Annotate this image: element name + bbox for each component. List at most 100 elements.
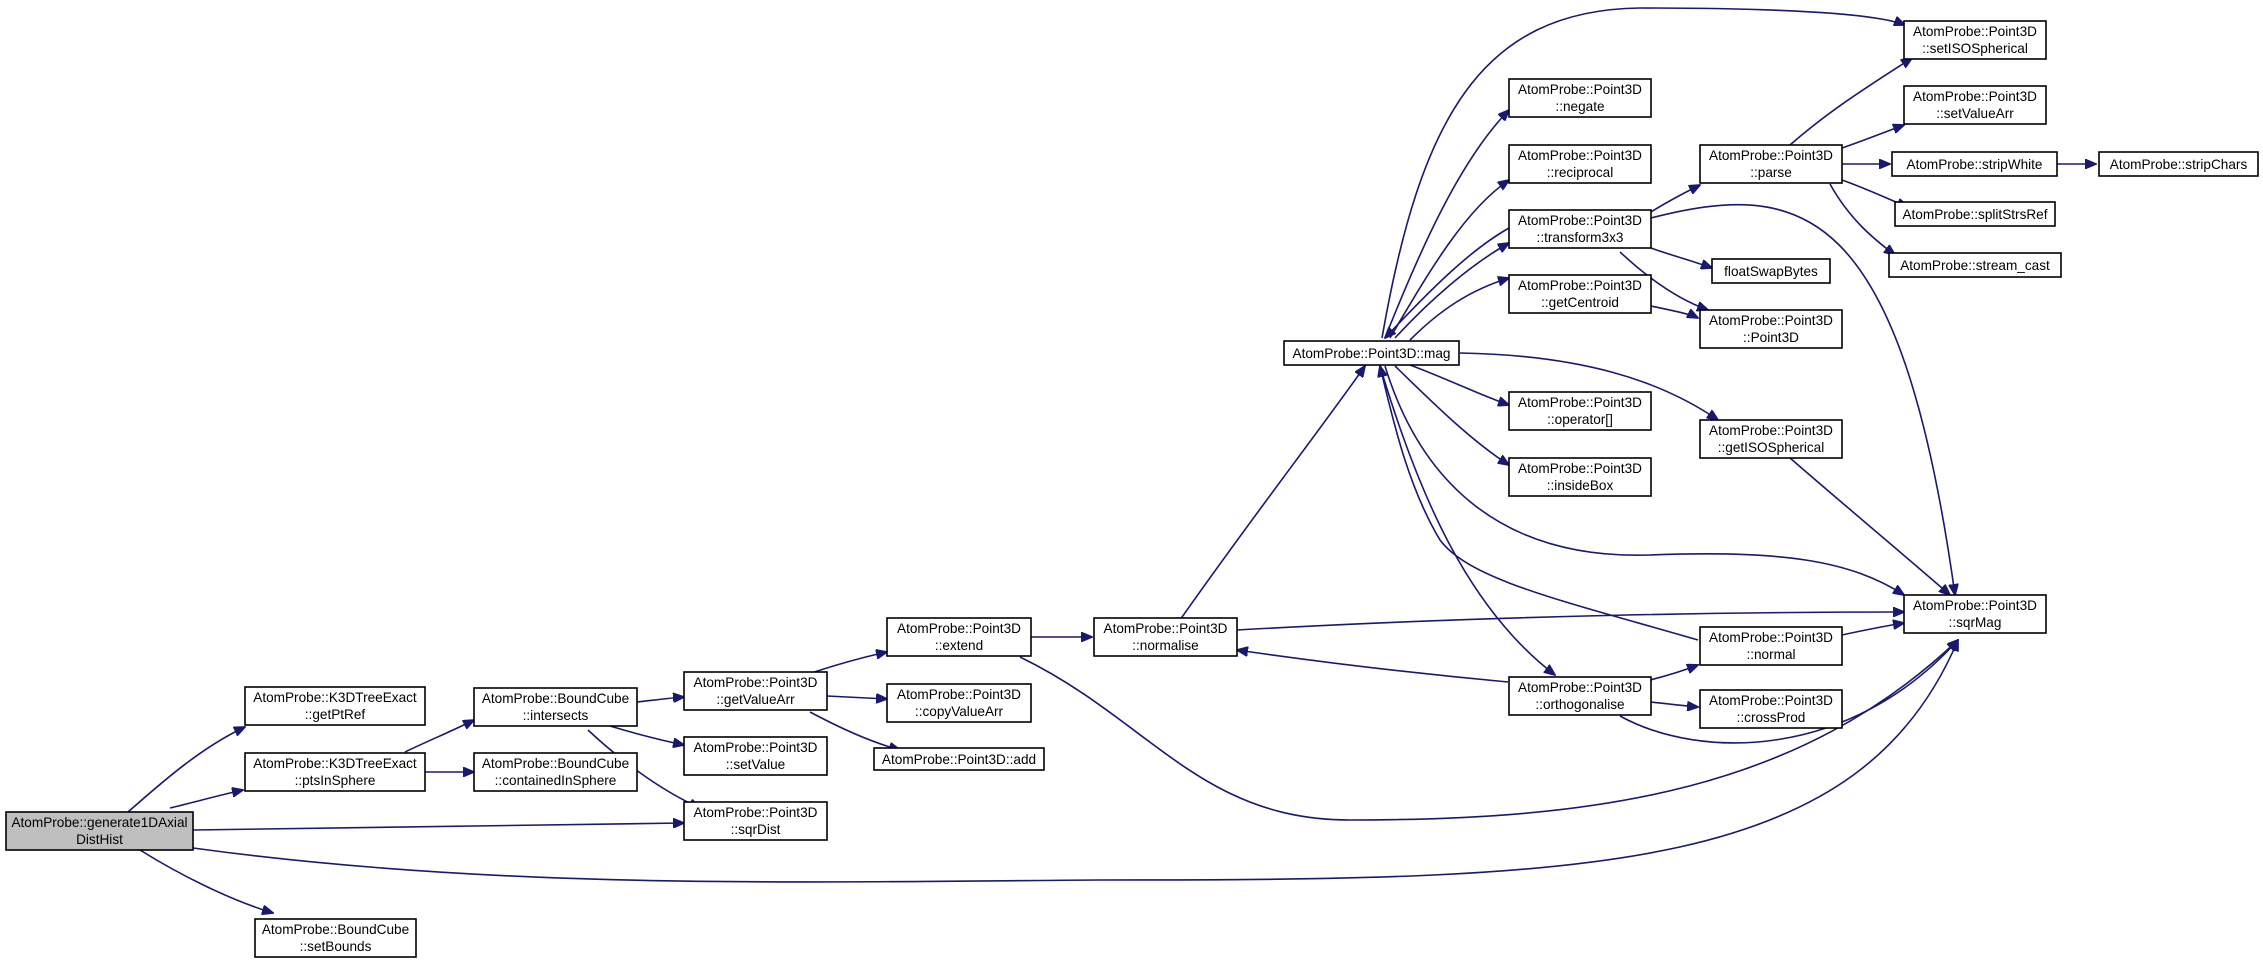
edge-transform3x3-floatswapbytes (1650, 247, 1712, 268)
node-point3d-setvalue[interactable]: AtomProbe::Point3D ::setValue (683, 736, 828, 776)
node-label: AtomProbe::generate1DAxial (11, 815, 187, 830)
node-label: AtomProbe::Point3D (1518, 395, 1642, 410)
edge-root-sqrdist (192, 823, 684, 831)
node-label: ::operator[] (1547, 412, 1613, 427)
edge-ptsinsphere-intersects (404, 720, 474, 753)
node-point3d-setisospherical[interactable]: AtomProbe::Point3D ::setISOSpherical (1903, 20, 2047, 60)
edge-getisospherical-sqrmag (1789, 457, 1950, 595)
node-label: ::getPtRef (305, 707, 366, 722)
node-label: ::negate (1555, 99, 1604, 114)
node-point3d-normalise[interactable]: AtomProbe::Point3D ::normalise (1093, 617, 1238, 657)
node-label: AtomProbe::Point3D (897, 621, 1021, 636)
edge-getcentroid-point3d (1650, 305, 1698, 318)
node-point3d-reciprocal[interactable]: AtomProbe::Point3D ::reciprocal (1508, 144, 1652, 184)
edge-root-getptref (127, 727, 245, 813)
node-label: AtomProbe::Point3D::mag (1293, 346, 1451, 361)
node-point3d-sqrmag[interactable]: AtomProbe::Point3D ::sqrMag (1903, 594, 2047, 634)
node-stripchars[interactable]: AtomProbe::stripChars (2098, 151, 2259, 177)
node-label: ::orthogonalise (1535, 697, 1624, 712)
node-label: AtomProbe::Point3D::add (882, 752, 1036, 767)
node-label: AtomProbe::Point3D (694, 675, 818, 690)
edge-transform3x3-sqrmag (1650, 203, 1955, 595)
node-point3d-operator-index[interactable]: AtomProbe::Point3D ::operator[] (1508, 391, 1652, 431)
nodes: AtomProbe::generate1DAxial DistHist Atom… (5, 20, 2259, 958)
node-point3d-add[interactable]: AtomProbe::Point3D::add (873, 747, 1045, 771)
edges (127, 7, 2096, 913)
node-stream-cast[interactable]: AtomProbe::stream_cast (1888, 252, 2062, 278)
node-label: AtomProbe::K3DTreeExact (253, 690, 417, 705)
node-label: ::sqrDist (731, 822, 781, 837)
node-point3d-orthogonalise[interactable]: AtomProbe::Point3D ::orthogonalise (1508, 676, 1652, 716)
node-label: ::insideBox (1547, 478, 1614, 493)
edge-intersects-setvalue (609, 725, 684, 745)
node-point3d-normal[interactable]: AtomProbe::Point3D ::normal (1699, 626, 1843, 666)
node-label: AtomProbe::stripChars (2110, 157, 2248, 172)
edge-extend-sqrmag (1019, 640, 1958, 821)
node-k3dtreeexact-getptref[interactable]: AtomProbe::K3DTreeExact ::getPtRef (244, 686, 426, 726)
node-point3d-getisospherical[interactable]: AtomProbe::Point3D ::getISOSpherical (1699, 419, 1843, 459)
node-label: ::sqrMag (1949, 615, 2002, 630)
node-point3d-transform3x3[interactable]: AtomProbe::Point3D ::transform3x3 (1508, 209, 1652, 249)
node-label: ::getValueArr (716, 692, 795, 707)
node-boundcube-containedinsphere[interactable]: AtomProbe::BoundCube ::containedInSphere (473, 752, 638, 792)
node-point3d-point3d[interactable]: AtomProbe::Point3D ::Point3D (1699, 309, 1843, 349)
edge-root-setbounds (139, 849, 273, 913)
node-label: AtomProbe::Point3D (1518, 680, 1642, 695)
node-label: ::intersects (523, 708, 589, 723)
edge-intersects-getvaluearr (636, 697, 684, 703)
node-point3d-negate[interactable]: AtomProbe::Point3D ::negate (1508, 78, 1652, 118)
node-label: AtomProbe::BoundCube (482, 756, 629, 771)
node-point3d-setvaluearr[interactable]: AtomProbe::Point3D ::setValueArr (1903, 85, 2047, 125)
node-boundcube-intersects[interactable]: AtomProbe::BoundCube ::intersects (473, 687, 638, 727)
node-label: ::setISOSpherical (1922, 41, 2028, 56)
node-label: ::ptsInSphere (295, 773, 376, 788)
node-label: AtomProbe::K3DTreeExact (253, 756, 417, 771)
node-k3dtreeexact-ptsinsphere[interactable]: AtomProbe::K3DTreeExact ::ptsInSphere (244, 752, 426, 792)
node-point3d-copyvaluearr[interactable]: AtomProbe::Point3D ::copyValueArr (886, 683, 1032, 723)
edge-transform3x3-mag (1385, 227, 1510, 338)
node-label: ::extend (935, 638, 983, 653)
node-label: ::copyValueArr (915, 704, 1004, 719)
node-label: AtomProbe::Point3D (1913, 598, 2037, 613)
edge-mag-getcentroid (1409, 278, 1509, 341)
node-point3d-crossprod[interactable]: AtomProbe::Point3D ::crossProd (1699, 689, 1843, 729)
node-label: ::setValueArr (1936, 106, 2014, 121)
node-floatswapbytes[interactable]: floatSwapBytes (1711, 258, 1831, 284)
edge-orthogonalise-normalise (1237, 650, 1509, 683)
edge-mag-negate (1384, 110, 1509, 339)
node-label: ::getISOSpherical (1718, 440, 1825, 455)
edge-mag-sqrmag (1384, 365, 1904, 595)
edge-normalise-mag (1179, 366, 1365, 621)
node-point3d-parse[interactable]: AtomProbe::Point3D ::parse (1699, 144, 1843, 184)
edge-parse-setisospherical (1789, 58, 1912, 146)
node-point3d-sqrdist[interactable]: AtomProbe::Point3D ::sqrDist (683, 801, 828, 841)
node-label: AtomProbe::Point3D (1709, 313, 1833, 328)
node-boundcube-setbounds[interactable]: AtomProbe::BoundCube ::setBounds (254, 918, 417, 958)
edge-getvaluearr-copyvaluearr (826, 696, 887, 699)
node-point3d-extend[interactable]: AtomProbe::Point3D ::extend (886, 617, 1032, 657)
node-generate1daxialdisthist[interactable]: AtomProbe::generate1DAxial DistHist (5, 811, 194, 851)
node-label: AtomProbe::stream_cast (1900, 258, 2050, 273)
edge-mag-getisospherical (1459, 352, 1718, 420)
edge-orthogonalise-normal (1649, 665, 1698, 681)
edge-parse-setvaluearr (1841, 125, 1904, 149)
edge-transform3x3-parse (1650, 185, 1700, 213)
edge-parse-streamcast (1829, 183, 1895, 255)
edge-mag-orthogonalise (1379, 365, 1555, 675)
node-label: ::crossProd (1737, 710, 1806, 725)
node-point3d-insidebox[interactable]: AtomProbe::Point3D ::insideBox (1508, 457, 1652, 497)
node-point3d-mag[interactable]: AtomProbe::Point3D::mag (1283, 340, 1460, 366)
node-point3d-getcentroid[interactable]: AtomProbe::Point3D ::getCentroid (1508, 274, 1652, 314)
node-splitstrsref[interactable]: AtomProbe::splitStrsRef (1894, 201, 2056, 227)
node-label: AtomProbe::Point3D (1709, 148, 1833, 163)
edge-mag-reciprocal (1389, 180, 1509, 339)
node-label: AtomProbe::Point3D (1913, 24, 2037, 39)
node-label: AtomProbe::Point3D (1913, 89, 2037, 104)
node-label: ::normalise (1132, 638, 1198, 653)
node-label: AtomProbe::Point3D (897, 687, 1021, 702)
edge-root-sqrmag (192, 640, 1958, 883)
node-label: floatSwapBytes (1724, 264, 1818, 279)
node-stripwhite[interactable]: AtomProbe::stripWhite (1891, 151, 2058, 177)
node-label: ::reciprocal (1547, 165, 1613, 180)
node-point3d-getvaluearr[interactable]: AtomProbe::Point3D ::getValueArr (683, 671, 828, 711)
